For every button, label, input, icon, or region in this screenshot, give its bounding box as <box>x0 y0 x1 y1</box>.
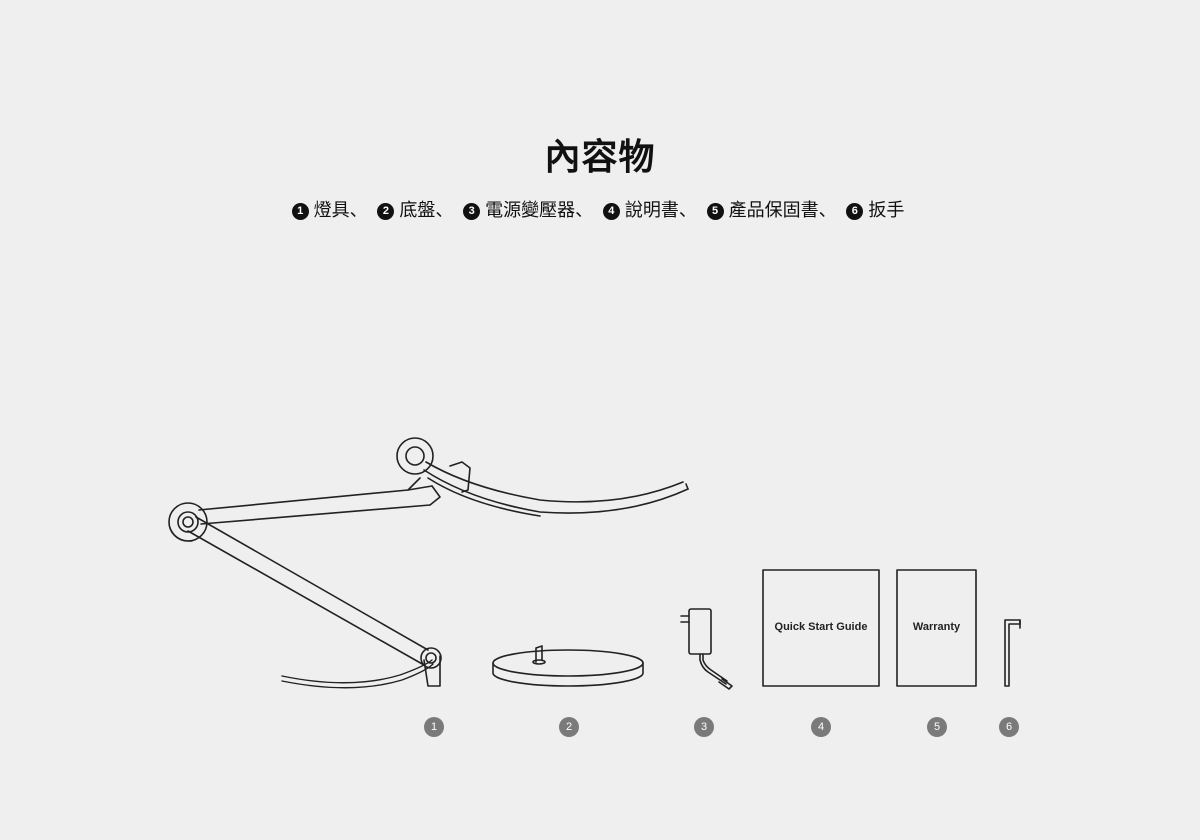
item-name: 底盤 <box>399 200 436 221</box>
item-separator: 、 <box>349 200 368 221</box>
page-title: 內容物 <box>544 137 656 178</box>
item-name: 產品保固書 <box>728 200 819 221</box>
item-number: 2 <box>377 203 395 220</box>
item-number: 5 <box>706 203 724 220</box>
warranty-card-illustration <box>896 569 977 687</box>
item-number: 3 <box>463 203 481 220</box>
item-number: 6 <box>846 203 864 220</box>
warranty-label: Warranty <box>912 621 961 633</box>
item-badge-6: 6 <box>999 717 1019 737</box>
item-name: 說明書 <box>624 200 679 221</box>
item-separator: 、 <box>678 200 697 221</box>
item-separator: 、 <box>435 200 454 221</box>
item-separator: 、 <box>818 200 837 221</box>
base-plate-illustration <box>492 645 644 687</box>
item-number: 4 <box>602 203 620 220</box>
item-number: 1 <box>291 203 309 220</box>
item-name: 燈具 <box>313 200 350 221</box>
item-name: 電源變壓器 <box>485 200 576 221</box>
item-badge-5: 5 <box>927 717 947 737</box>
item-badge-1: 1 <box>424 717 444 737</box>
quick-start-guide-label: Quick Start Guide <box>774 621 868 633</box>
wrench-illustration <box>1004 619 1021 687</box>
item-badge-3: 3 <box>694 717 714 737</box>
lamp-illustration <box>168 437 689 689</box>
item-badge-4: 4 <box>811 717 831 737</box>
item-separator: 、 <box>575 200 594 221</box>
quick-start-guide-illustration <box>762 569 880 687</box>
item-badge-2: 2 <box>559 717 579 737</box>
item-name: 扳手 <box>868 200 905 221</box>
power-adapter-illustration <box>680 608 733 690</box>
